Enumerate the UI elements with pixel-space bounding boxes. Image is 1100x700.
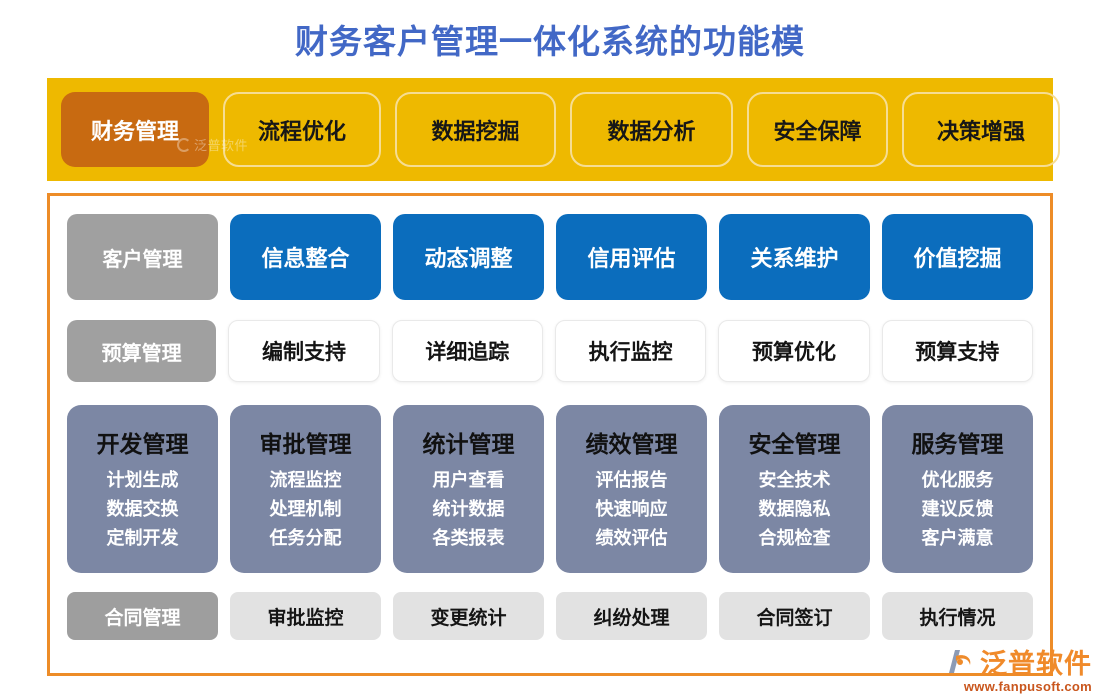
cell-budget-support[interactable]: 预算支持 <box>881 320 1033 382</box>
cell-approval-monitoring[interactable]: 审批监控 <box>230 592 381 640</box>
header-item-finance-management[interactable]: 财务管理 <box>61 92 209 167</box>
cell-contract-signing[interactable]: 合同签订 <box>719 592 870 640</box>
card-item: 绩效评估 <box>595 527 668 548</box>
card-approval-management[interactable]: 审批管理 流程监控 处理机制 任务分配 <box>230 405 381 573</box>
modules-content-box: 客户管理 信息整合 动态调整 信用评估 关系维护 价值挖掘 预算管理 编制支持 … <box>47 193 1053 676</box>
card-title: 安全管理 <box>748 430 841 457</box>
card-development-management[interactable]: 开发管理 计划生成 数据交换 定制开发 <box>67 405 218 573</box>
card-item: 评估报告 <box>595 469 668 490</box>
card-title: 绩效管理 <box>585 430 678 457</box>
card-item: 数据交换 <box>106 498 179 519</box>
card-title: 服务管理 <box>911 430 1004 457</box>
card-performance-management[interactable]: 绩效管理 评估报告 快速响应 绩效评估 <box>556 405 707 573</box>
cell-dynamic-adjustment[interactable]: 动态调整 <box>393 214 544 300</box>
card-statistics-management[interactable]: 统计管理 用户查看 统计数据 各类报表 <box>393 405 544 573</box>
module-row-customer-management: 客户管理 信息整合 动态调整 信用评估 关系维护 价值挖掘 <box>67 214 1033 300</box>
row-label-budget-management: 预算管理 <box>67 320 217 382</box>
card-item: 数据隐私 <box>758 498 831 519</box>
header-item-security-assurance[interactable]: 安全保障 <box>747 92 888 167</box>
page-title-bar: 财务客户管理一体化系统的功能模 <box>0 0 1100 78</box>
cell-information-integration[interactable]: 信息整合 <box>230 214 381 300</box>
header-item-process-optimization[interactable]: 流程优化 <box>223 92 381 167</box>
card-item: 快速响应 <box>595 498 668 519</box>
cell-preparation-support[interactable]: 编制支持 <box>228 320 380 382</box>
card-item: 定制开发 <box>106 527 179 548</box>
cell-dispute-handling[interactable]: 纠纷处理 <box>556 592 707 640</box>
header-item-data-analysis[interactable]: 数据分析 <box>570 92 733 167</box>
card-item: 用户查看 <box>432 469 505 490</box>
card-security-management[interactable]: 安全管理 安全技术 数据隐私 合规检查 <box>719 405 870 573</box>
card-item: 计划生成 <box>106 469 179 490</box>
cell-detailed-tracking[interactable]: 详细追踪 <box>391 320 543 382</box>
row-label-customer-management: 客户管理 <box>67 214 218 300</box>
card-title: 开发管理 <box>96 430 189 457</box>
page-title: 财务客户管理一体化系统的功能模 <box>295 23 805 60</box>
card-item: 任务分配 <box>269 527 342 548</box>
card-item: 客户满意 <box>921 527 994 548</box>
card-item: 合规检查 <box>758 527 831 548</box>
card-item: 建议反馈 <box>921 498 994 519</box>
card-service-management[interactable]: 服务管理 优化服务 建议反馈 客户满意 <box>882 405 1033 573</box>
header-item-data-mining[interactable]: 数据挖掘 <box>395 92 556 167</box>
card-item: 处理机制 <box>269 498 342 519</box>
card-item: 优化服务 <box>921 469 994 490</box>
cell-budget-optimization[interactable]: 预算优化 <box>718 320 870 382</box>
brand-url: www.fanpusoft.com <box>963 679 1092 694</box>
card-title: 统计管理 <box>422 430 515 457</box>
card-item: 安全技术 <box>758 469 831 490</box>
card-title: 审批管理 <box>259 430 352 457</box>
card-item: 统计数据 <box>432 498 505 519</box>
module-row-budget-management: 预算管理 编制支持 详细追踪 执行监控 预算优化 预算支持 <box>67 320 1033 382</box>
category-header-band: 财务管理 流程优化 数据挖掘 数据分析 安全保障 决策增强 泛普软件 <box>47 78 1060 181</box>
module-row-function-cards: 开发管理 计划生成 数据交换 定制开发 审批管理 流程监控 处理机制 任务分配 … <box>67 405 1033 573</box>
card-item: 各类报表 <box>432 527 505 548</box>
row-label-contract-management: 合同管理 <box>67 592 218 640</box>
cell-value-mining[interactable]: 价值挖掘 <box>882 214 1033 300</box>
cell-credit-evaluation[interactable]: 信用评估 <box>556 214 707 300</box>
cell-execution-monitoring[interactable]: 执行监控 <box>554 320 707 382</box>
module-row-contract-management: 合同管理 审批监控 变更统计 纠纷处理 合同签订 执行情况 <box>67 592 1033 640</box>
card-item: 流程监控 <box>269 469 342 490</box>
cell-change-statistics[interactable]: 变更统计 <box>393 592 544 640</box>
cell-execution-status[interactable]: 执行情况 <box>882 592 1033 640</box>
cell-relationship-maintenance[interactable]: 关系维护 <box>719 214 870 300</box>
header-item-decision-enhancement[interactable]: 决策增强 <box>902 92 1060 167</box>
